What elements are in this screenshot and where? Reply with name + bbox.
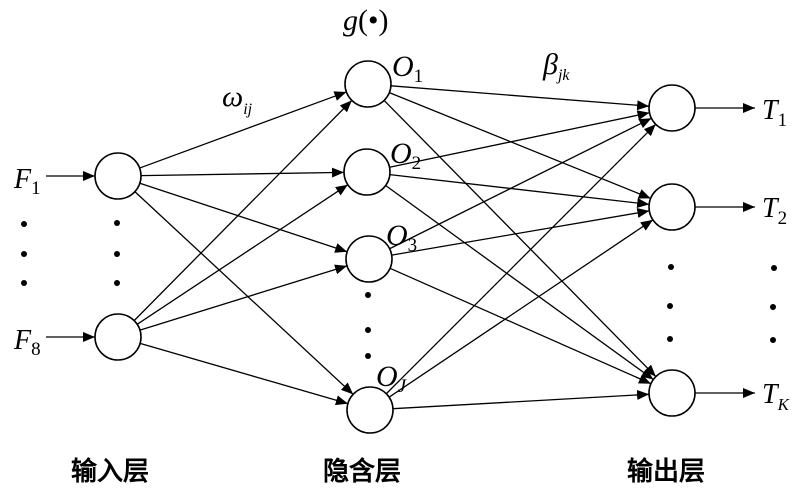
- activation-label: g(•): [343, 4, 388, 37]
- neuron-o1: [648, 84, 696, 132]
- output-label-t1: T1: [762, 95, 787, 131]
- neuron-i8: [94, 313, 142, 361]
- edge-i8-h1: [133, 99, 353, 322]
- edge-h1-o1: [390, 85, 650, 111]
- hidden-label-oj: OJ: [376, 360, 408, 397]
- ellipsis-dot-hidden: [365, 327, 371, 333]
- ellipsis-dot-input-label: [21, 221, 27, 227]
- neuron-hJ: [346, 386, 394, 434]
- layer-title-input: 输入层: [71, 456, 149, 487]
- neuron-h2: [343, 148, 391, 196]
- ellipsis-dot-output: [668, 264, 674, 270]
- ellipsis-dot-input-label: [21, 280, 27, 286]
- edge-h2-o1: [389, 110, 650, 168]
- ellipsis-dot-output-label: [770, 304, 776, 310]
- edge-h1-o2: [389, 92, 651, 199]
- layer-title-hidden: 隐含层: [323, 456, 401, 487]
- neuron-o2: [648, 183, 696, 231]
- edge-i1-h2: [140, 167, 345, 178]
- edge-i1-h3: [139, 182, 348, 253]
- output-label-t2: T2: [762, 193, 787, 229]
- ellipsis-dot-hidden: [365, 292, 371, 298]
- edge-hJ-oK: [392, 389, 650, 410]
- edge-hJ-o2: [388, 219, 654, 398]
- neuron-h1: [344, 60, 392, 108]
- edge-h2-oK: [385, 184, 654, 381]
- ellipsis-dot-hidden: [365, 353, 371, 359]
- hidden-label-o3: O3: [386, 219, 417, 256]
- edge-i8-h3: [139, 264, 348, 331]
- edge-h1-oK: [383, 99, 657, 378]
- layer-title-output: 输出层: [627, 456, 705, 487]
- neuron-h3: [345, 235, 393, 283]
- ellipsis-dot-input: [114, 220, 120, 226]
- ellipsis-dot-input: [114, 280, 120, 286]
- input-label-f8: F8: [13, 325, 41, 360]
- ellipsis-dots: [21, 220, 777, 359]
- edge-i1-hJ: [134, 191, 354, 395]
- ellipsis-dot-output: [667, 336, 673, 342]
- neuron-i1: [94, 152, 142, 200]
- weight-label-omega: ωij: [222, 80, 253, 118]
- connection-edges: [46, 85, 755, 410]
- edge-h3-o2: [391, 207, 650, 256]
- edge-i8-h2: [136, 184, 349, 325]
- ellipsis-dot-output: [667, 303, 673, 309]
- ellipsis-dot-input: [114, 251, 120, 257]
- weight-label-beta: βjk: [542, 48, 570, 84]
- neuron-nodes: [94, 60, 696, 434]
- edge-h2-o2: [389, 173, 650, 208]
- neuron-oK: [648, 369, 696, 417]
- edge-h3-o1: [389, 117, 652, 250]
- hidden-label-o1: O1: [392, 50, 423, 87]
- ellipsis-dot-input-label: [21, 251, 27, 257]
- hidden-label-o2: O2: [390, 137, 421, 174]
- ellipsis-dot-output-label: [770, 337, 776, 343]
- edge-i8-hJ: [139, 342, 349, 406]
- ellipsis-dot-output-label: [771, 265, 777, 271]
- output-label-tk: TK: [762, 379, 791, 414]
- edge-hJ-o1: [385, 123, 657, 395]
- edge-h3-oK: [389, 267, 652, 385]
- edge-i1-h1: [139, 91, 347, 169]
- input-label-f1: F1: [13, 164, 41, 199]
